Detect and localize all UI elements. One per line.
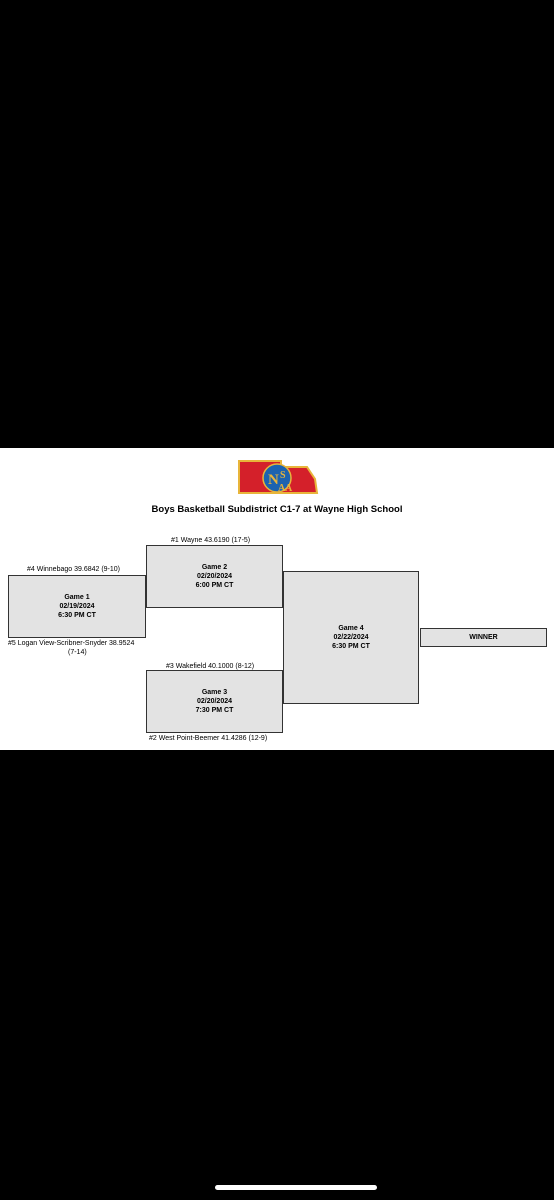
game4-label: Game 4 — [338, 625, 364, 632]
bracket-panel: N S A A Boys Basketball Subdistrict C1-7… — [0, 448, 554, 750]
game3-label: Game 3 — [201, 689, 228, 696]
game2-date: 02/20/2024 — [196, 573, 233, 580]
game2-label: Game 2 — [201, 564, 228, 571]
home-indicator[interactable] — [215, 1185, 377, 1190]
game2-top-team: #1 Wayne 43.6190 (17-5) — [171, 537, 251, 544]
game1-label: Game 1 — [64, 594, 90, 601]
game3-time: 7:30 PM CT — [195, 707, 234, 714]
svg-text:A: A — [285, 483, 293, 494]
game3-date: 02/20/2024 — [196, 698, 233, 705]
game1-box: Game 1 02/19/2024 6:30 PM CT — [8, 575, 146, 638]
game3-top-team: #3 Wakefield 40.1000 (8-12) — [166, 663, 255, 670]
game4-date: 02/22/2024 — [333, 634, 369, 641]
game1-bottom-team: #5 Logan View-Scribner-Snyder 38.9524 — [8, 640, 135, 647]
game1-date: 02/19/2024 — [59, 603, 95, 610]
game1-time: 6:30 PM CT — [58, 612, 96, 619]
game2-time: 6:00 PM CT — [195, 582, 234, 589]
game4-time: 6:30 PM CT — [332, 643, 370, 650]
game2-box: Game 2 02/20/2024 6:00 PM CT — [146, 545, 283, 608]
svg-text:S: S — [280, 470, 286, 481]
game1-top-team: #4 Winnebago 39.6842 (9-10) — [27, 566, 121, 573]
winner-label: WINNER — [469, 634, 498, 641]
game4-box: Game 4 02/22/2024 6:30 PM CT — [283, 571, 419, 704]
svg-text:A: A — [278, 483, 286, 494]
svg-text:N: N — [268, 472, 279, 488]
game3-box: Game 3 02/20/2024 7:30 PM CT — [146, 670, 283, 733]
game1-bottom-team-record: (7-14) — [68, 649, 87, 656]
bracket-title: Boys Basketball Subdistrict C1-7 at Wayn… — [151, 504, 403, 515]
winner-box: WINNER — [420, 628, 547, 647]
game3-bottom-team: #2 West Point-Beemer 41.4286 (12-9) — [149, 735, 268, 742]
nsaa-logo: N S A A — [238, 460, 319, 494]
